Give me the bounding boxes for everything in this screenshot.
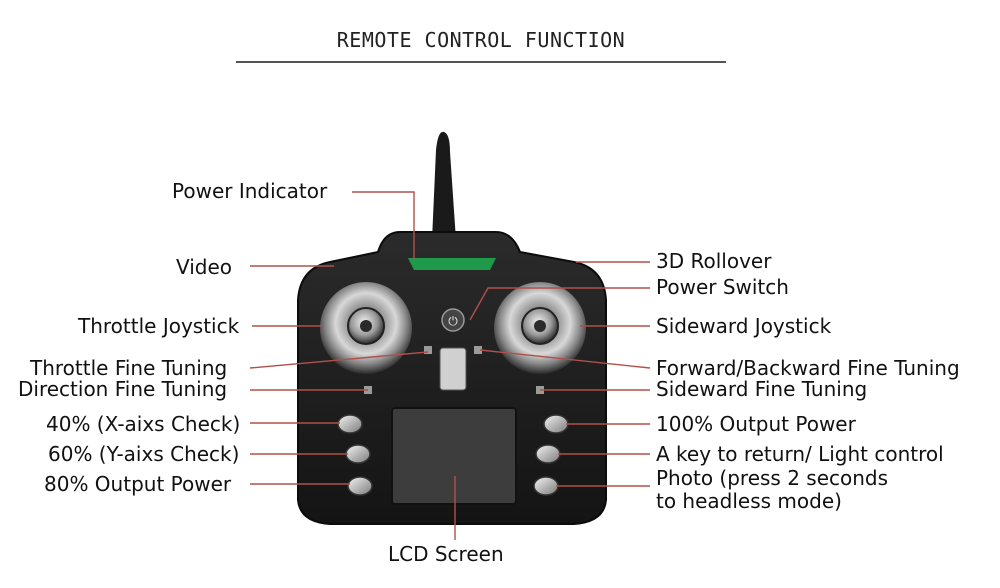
button-photo xyxy=(533,476,559,496)
button-return xyxy=(535,444,561,464)
center-slider xyxy=(439,347,467,391)
power-indicator-light xyxy=(408,258,496,270)
label-throttle-joystick: Throttle Joystick xyxy=(78,314,240,338)
label-output-80: 80% Output Power xyxy=(44,472,232,496)
label-output-100: 100% Output Power xyxy=(656,412,856,436)
button-80 xyxy=(347,476,373,496)
button-100 xyxy=(543,414,569,434)
label-photo-line1: Photo (press 2 seconds xyxy=(656,466,889,490)
label-photo-line2: to headless mode) xyxy=(656,489,842,513)
label-sideward-joystick: Sideward Joystick xyxy=(656,314,832,338)
label-lcd-screen: LCD Screen xyxy=(388,542,504,566)
svg-text:⏻: ⏻ xyxy=(448,314,458,328)
label-return-light: A key to return/ Light control xyxy=(656,442,944,466)
label-3d-rollover: 3D Rollover xyxy=(656,249,772,273)
leader-lines xyxy=(249,191,651,540)
button-40 xyxy=(337,414,363,434)
label-direction-fine-tuning: Direction Fine Tuning xyxy=(18,377,228,401)
power-switch-button xyxy=(441,308,465,332)
antenna xyxy=(432,131,456,240)
label-x-axis-check: 40% (X-aixs Check) xyxy=(46,412,241,436)
label-throttle-fine-tuning: Throttle Fine Tuning xyxy=(30,356,228,380)
lcd-screen xyxy=(391,407,517,505)
label-video: Video xyxy=(176,255,233,279)
button-60 xyxy=(345,444,371,464)
diagram-title: REMOTE CONTROL FUNCTION xyxy=(336,28,626,52)
trim-forward xyxy=(474,346,482,354)
label-power-switch: Power Switch xyxy=(656,275,789,299)
label-sideward-fine-tuning: Sideward Fine Tuning xyxy=(656,377,868,401)
label-power-indicator: Power Indicator xyxy=(172,179,328,203)
title-underline xyxy=(236,61,726,63)
label-y-axis-check: 60% (Y-aixs Check) xyxy=(48,442,240,466)
label-forward-backward-fine-tuning: Forward/Backward Fine Tuning xyxy=(656,356,960,380)
trim-throttle xyxy=(424,346,432,354)
